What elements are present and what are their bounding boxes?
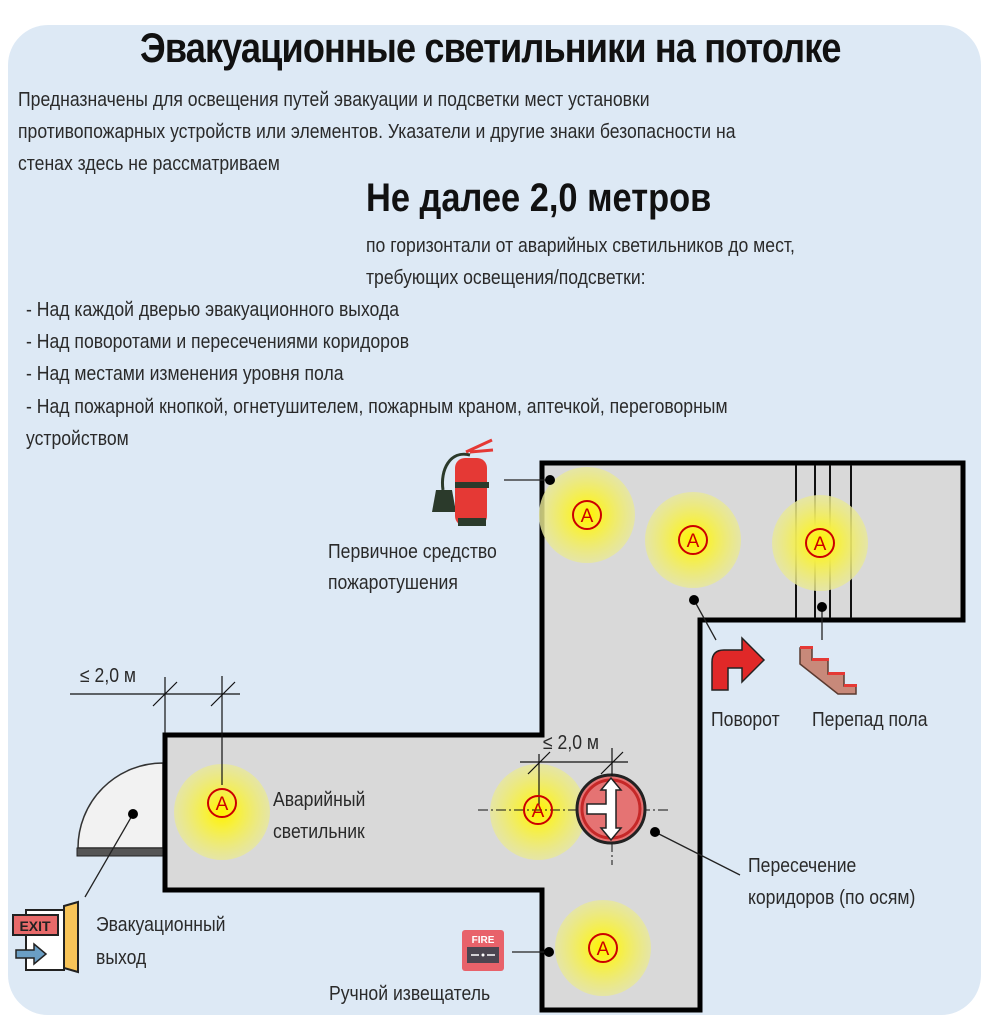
lamp-letter: A xyxy=(581,506,594,527)
stairs-edges xyxy=(800,646,857,687)
dimension-label: ≤ 2,0 м xyxy=(80,665,137,687)
label-lamp: светильник xyxy=(273,821,365,843)
list-item: - Над местами изменения уровня пола xyxy=(26,363,344,385)
label-floor-level: Перепад пола xyxy=(812,709,928,731)
lamp-glows xyxy=(174,467,868,996)
lamp-letter: A xyxy=(597,939,610,960)
list-item: - Над пожарной кнопкой, огнетушителем, п… xyxy=(26,396,728,418)
lamp-letter: A xyxy=(532,801,545,822)
list-item: - Над каждой дверью эвакуационного выход… xyxy=(26,299,400,321)
manual-call-point-icon: FIRE xyxy=(462,930,504,971)
intro-line: противопожарных устройств или элементов.… xyxy=(18,121,736,143)
exit-sign-text: EXIT xyxy=(19,918,51,934)
rule-subtext: требующих освещения/подсветки: xyxy=(366,267,646,289)
lamp-letter: A xyxy=(687,531,700,552)
intro-line: стенах здесь не рассматриваем xyxy=(18,153,280,175)
rule-heading: Не далее 2,0 метров xyxy=(366,176,712,220)
lamp-letter: A xyxy=(216,794,229,815)
rule-subtext: по горизонтали от аварийных светильников… xyxy=(366,235,795,257)
leader-lines xyxy=(84,479,823,953)
intersection-icon xyxy=(575,773,647,845)
emergency-lamps xyxy=(207,500,835,963)
label-intersection: коридоров (по осям) xyxy=(748,887,916,909)
label-lamp: Аварийный xyxy=(273,789,366,811)
title-text: Эвакуационные светильники на потолке xyxy=(140,24,841,71)
label-call-point: Ручной извещатель xyxy=(329,983,491,1005)
corridor-outline xyxy=(162,460,966,1013)
list-item: устройством xyxy=(26,428,129,450)
door-leaf xyxy=(76,847,165,857)
dimension-label: ≤ 2,0 м xyxy=(543,732,600,754)
label-exit: выход xyxy=(96,947,147,969)
label-extinguisher: Первичное средство xyxy=(328,541,497,563)
lamp-letters: A A A A A A xyxy=(216,506,827,960)
exit-sign-icon: EXIT xyxy=(12,900,79,974)
turn-arrow-icon xyxy=(711,636,766,691)
intro-line: Предназначены для освещения путей эвакуа… xyxy=(18,89,650,111)
list-item: - Над поворотами и пересечениями коридор… xyxy=(26,331,410,353)
fire-extinguisher-icon xyxy=(432,438,494,526)
fire-text: FIRE xyxy=(472,935,495,946)
label-extinguisher: пожаротушения xyxy=(328,572,458,594)
stairs-icon xyxy=(799,647,857,695)
door-swing xyxy=(77,762,164,849)
label-intersection: Пересечение xyxy=(748,855,857,877)
lamp-letter: A xyxy=(814,534,827,555)
point-markers xyxy=(128,475,827,957)
label-turn: Поворот xyxy=(711,709,780,731)
label-exit: Эвакуационный xyxy=(96,914,226,936)
page-title: Эвакуационные светильники на потолке xyxy=(0,24,981,72)
